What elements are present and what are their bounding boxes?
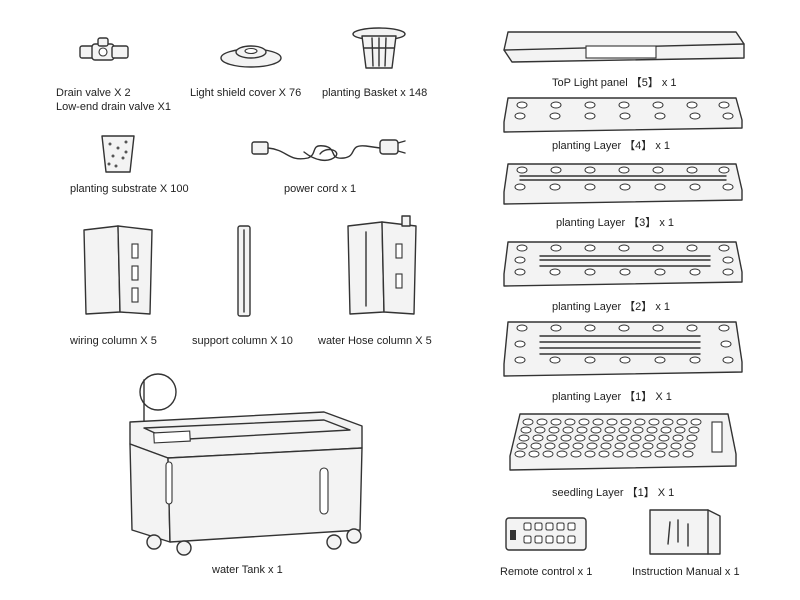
seedling-layer-1-label: seedling Layer 【1】 X 1	[552, 487, 675, 499]
top-light-panel-illustration	[500, 26, 750, 76]
planting-layer-1-label: planting Layer 【1】 X 1	[552, 391, 672, 403]
water-hose-column-label: water Hose column X 5	[318, 335, 432, 347]
water-hose-column-illustration	[344, 214, 424, 318]
wiring-column-illustration	[80, 222, 160, 318]
power-cord-illustration	[248, 130, 408, 174]
planting-layer-3-illustration	[500, 160, 746, 208]
planting-layer-4-illustration	[500, 94, 746, 136]
planting-layer-2-label: planting Layer 【2】 x 1	[552, 301, 671, 313]
planting-layer-4-label: planting Layer 【4】 x 1	[552, 140, 671, 152]
wiring-column-label: wiring column X 5	[70, 335, 157, 347]
instruction-manual-illustration	[644, 506, 726, 558]
water-tank-label: water Tank x 1	[212, 564, 283, 576]
planting-layer-1-illustration	[500, 318, 746, 380]
remote-control-illustration	[504, 514, 590, 554]
remote-control-label: Remote control x 1	[500, 566, 593, 578]
water-tank-illustration	[124, 366, 374, 556]
drain-valve-illustration	[78, 36, 136, 68]
planting-basket-illustration	[350, 26, 408, 72]
planting-substrate-label: planting substrate X 100	[70, 183, 189, 195]
power-cord-label: power cord x 1	[284, 183, 357, 195]
light-shield-cover-illustration	[218, 36, 284, 70]
low-end-drain-valve-label: Low-end drain valve X1	[56, 101, 171, 113]
planting-layer-3-label: planting Layer 【3】 x 1	[556, 217, 675, 229]
planting-layer-2-illustration	[500, 238, 746, 290]
support-column-label: support column X 10	[192, 335, 293, 347]
instruction-manual-label: Instruction Manual x 1	[632, 566, 740, 578]
planting-basket-label: planting Basket x 148	[322, 87, 428, 99]
light-shield-cover-label: Light shield cover X 76	[190, 87, 302, 99]
top-light-panel-label: ToP Light panel 【5】 x 1	[552, 77, 677, 89]
support-column-illustration	[232, 224, 256, 318]
seedling-layer-1-illustration	[506, 410, 742, 476]
drain-valve-label: Drain valve X 2	[56, 87, 131, 99]
planting-substrate-illustration	[98, 130, 138, 176]
